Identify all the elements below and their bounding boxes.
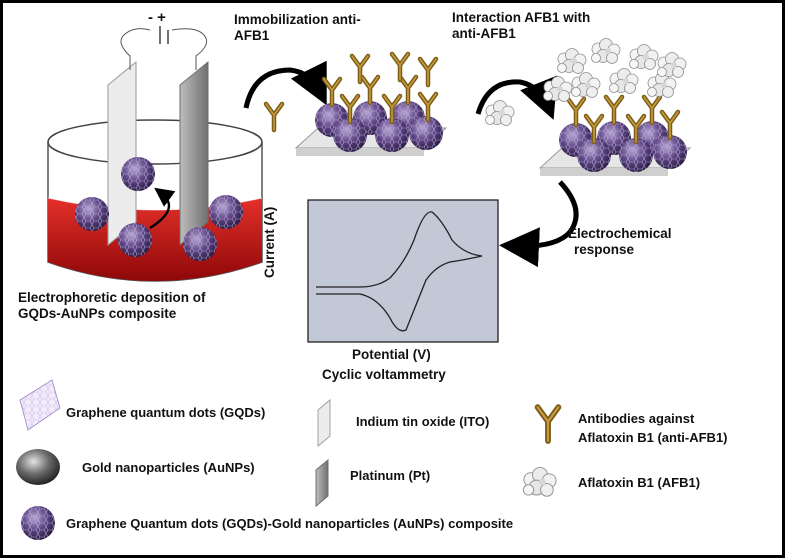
- composite-particle: [121, 157, 155, 191]
- legend-afb1-label: Aflatoxin B1 (AFB1): [578, 475, 701, 490]
- interaction-line-2: anti-AFB1: [452, 26, 516, 41]
- interaction-line-1: Interaction AFB1 with: [452, 10, 591, 25]
- composite-particle: [183, 227, 217, 261]
- free-antibody-icon: [266, 104, 282, 130]
- deposition-label: Electrophoretic deposition of GQDs-AuNPs…: [18, 290, 206, 322]
- migration-arrow: [149, 187, 176, 230]
- cv-curve: [316, 211, 483, 332]
- free-afb1-icon: [485, 100, 515, 126]
- step-arrow-3: [499, 180, 579, 268]
- interaction-label: Interaction AFB1 with anti-AFB1: [452, 10, 590, 42]
- legend-antibody-icon: [538, 407, 559, 441]
- legend-antibody-line-1: Antibodies against: [578, 411, 695, 426]
- ito-electrode: [107, 60, 137, 247]
- legend-ito-label: Indium tin oxide (ITO): [356, 414, 490, 429]
- electrode-afb1-stage: [538, 38, 692, 176]
- legend-ito-icon: [317, 398, 331, 448]
- legend-composite-icon: [21, 506, 55, 540]
- composite-particle: [75, 197, 109, 231]
- legend-pt-label: Platinum (Pt): [350, 468, 431, 483]
- immobilization-line-2: AFB1: [234, 28, 270, 43]
- composite-particle: [118, 223, 152, 257]
- cv-plot: [307, 199, 499, 343]
- pt-electrode: [179, 60, 209, 247]
- legend-pt-icon: [315, 458, 329, 508]
- legend-gold-icon: [16, 449, 60, 485]
- cv-plot-area: [307, 199, 499, 343]
- cv-caption: Cyclic voltammetry: [322, 367, 446, 382]
- electrochemical-label: Electrochemical response: [568, 226, 672, 258]
- deposition-line-2: GQDs-AuNPs composite: [18, 306, 177, 321]
- deposition-cell: [47, 26, 263, 282]
- immobilization-label: Immobilization anti- AFB1: [234, 12, 361, 44]
- step-arrow-2: [475, 75, 558, 120]
- beaker-rim: [47, 119, 263, 165]
- legend-afb1-icon: [522, 466, 557, 497]
- legend-gold-label: Gold nanoparticles (AuNPs): [82, 460, 255, 475]
- deposition-line-1: Electrophoretic deposition of: [18, 290, 206, 305]
- cv-xlabel: Potential (V): [352, 347, 431, 362]
- legend-antibody-label: Antibodies against Aflatoxin B1 (anti-AF…: [578, 409, 728, 447]
- polarity-label: - +: [148, 9, 166, 26]
- cv-ylabel: Current (A): [262, 206, 277, 278]
- legend-gqds-label: Graphene quantum dots (GQDs): [66, 405, 266, 420]
- composite-particle: [209, 195, 243, 229]
- immobilization-line-1: Immobilization anti-: [234, 12, 361, 27]
- legend-gqds-icon: [19, 379, 61, 431]
- electrochemical-line-1: Electrochemical: [568, 226, 672, 241]
- legend-composite-label: Graphene Quantum dots (GQDs)-Gold nanopa…: [66, 516, 514, 531]
- step-arrow-1: [243, 60, 327, 109]
- electrochemical-line-2: response: [574, 242, 635, 257]
- electrode-antibody-stage: [294, 54, 448, 156]
- legend-antibody-line-2: Aflatoxin B1 (anti-AFB1): [578, 430, 728, 445]
